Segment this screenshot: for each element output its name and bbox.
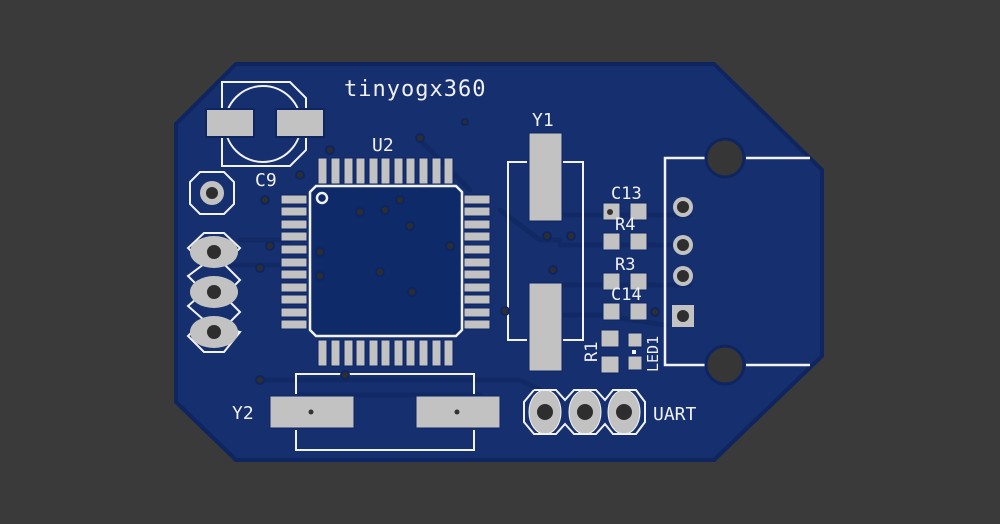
- y2-crystal: [269, 373, 501, 451]
- led1-polarity-marker: [632, 350, 636, 354]
- y1-crystal: [507, 132, 584, 372]
- r1-label: R1: [582, 342, 602, 362]
- uart-header: [523, 389, 646, 435]
- vias: [255, 118, 660, 385]
- led1-label: LED1: [644, 336, 662, 372]
- u2-pads: [280, 157, 491, 367]
- left-header: [186, 171, 242, 353]
- r3-label: R3: [615, 255, 635, 275]
- board-title: tinyogx360: [344, 77, 486, 102]
- u2-label: U2: [372, 135, 394, 156]
- via: [607, 209, 613, 215]
- y1-label: Y1: [532, 110, 554, 131]
- u2-pin1-marker: [315, 191, 329, 205]
- c9-label: C9: [255, 170, 277, 191]
- uart-label: UART: [653, 404, 697, 425]
- c13-label: C13: [611, 184, 642, 204]
- c9-capacitor: [205, 81, 325, 167]
- usb-connector: [663, 137, 810, 386]
- smd-pads: [600, 202, 648, 374]
- r4-label: R4: [615, 215, 635, 235]
- y2-label: Y2: [232, 403, 254, 424]
- u2-outline: [308, 184, 464, 338]
- c14-label: C14: [611, 285, 642, 305]
